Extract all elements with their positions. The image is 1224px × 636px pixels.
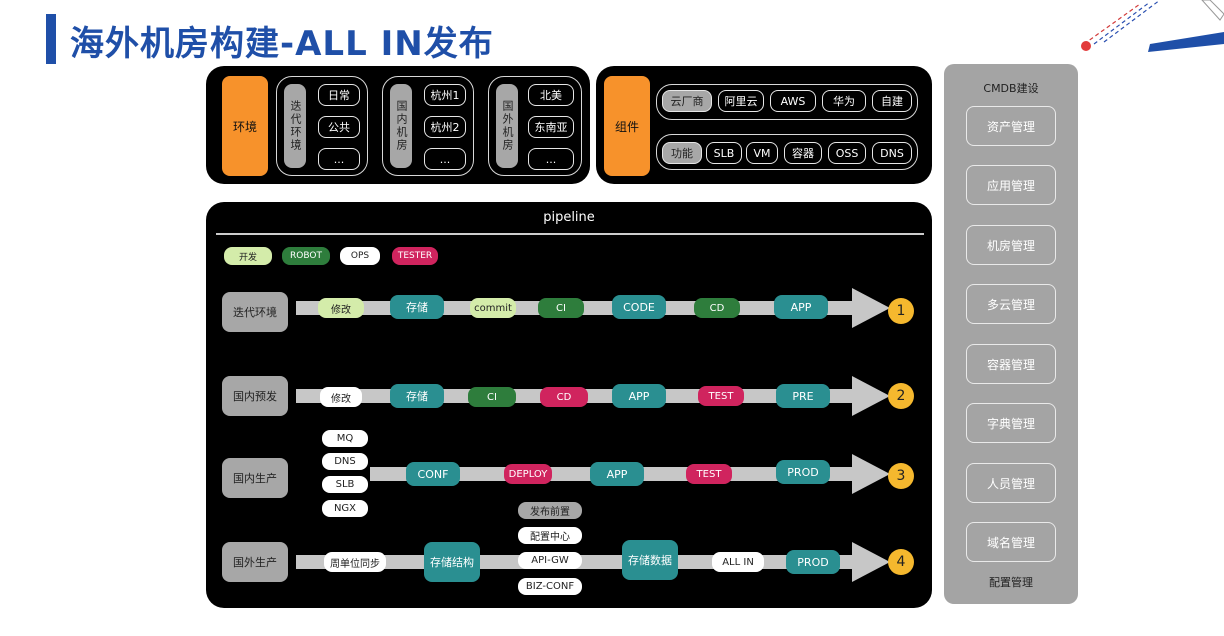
env-item[interactable]: ... (318, 148, 360, 170)
stack-node[interactable]: 发布前置 (518, 502, 582, 519)
cmdb-item[interactable]: 字典管理 (966, 403, 1056, 443)
cmdb-item[interactable]: 应用管理 (966, 165, 1056, 205)
pipeline-row-label: 国内预发 (222, 376, 288, 416)
stack-node[interactable]: SLB (322, 476, 368, 493)
pipeline-arrowhead (852, 454, 890, 494)
stack-node[interactable]: API-GW (518, 552, 582, 569)
function-item[interactable]: OSS (828, 142, 866, 164)
stack-node[interactable]: DNS (322, 453, 368, 470)
cmdb-footer: 配置管理 (989, 576, 1033, 589)
vendor-item[interactable]: 自建 (872, 90, 912, 112)
pipeline-node[interactable]: APP (590, 462, 644, 486)
env-item[interactable]: ... (528, 148, 574, 170)
env-item[interactable]: 东南亚 (528, 116, 574, 138)
pipeline-node[interactable]: 修改 (318, 298, 364, 318)
pipeline-node[interactable]: 存储结构 (424, 542, 480, 582)
pipeline-node[interactable]: CI (468, 387, 516, 407)
function-item[interactable]: SLB (706, 142, 742, 164)
pipeline-row-label: 国内生产 (222, 458, 288, 498)
step-number-badge: 3 (888, 463, 914, 489)
legend-tester: TESTER (392, 247, 438, 265)
function-label: 功能 (662, 142, 702, 164)
stack-node[interactable]: 配置中心 (518, 527, 582, 544)
pipeline-node[interactable]: TEST (698, 386, 744, 406)
pipeline-title: pipeline (543, 210, 595, 225)
pipeline-node[interactable]: CONF (406, 462, 460, 486)
pipeline-node[interactable]: CI (538, 298, 584, 318)
pipeline-node[interactable]: commit (470, 298, 516, 318)
vendor-item[interactable]: 华为 (822, 90, 866, 112)
pipeline-node[interactable]: CD (540, 387, 588, 407)
env-item[interactable]: 北美 (528, 84, 574, 106)
pipeline-node[interactable]: CODE (612, 295, 666, 319)
pipeline-divider (216, 233, 924, 235)
pipeline-node[interactable]: 存储数据 (622, 540, 678, 580)
function-item[interactable]: 容器 (784, 142, 822, 164)
env-item[interactable]: 杭州2 (424, 116, 466, 138)
title-accent-bar (46, 14, 56, 64)
pipeline-node[interactable]: 修改 (320, 387, 362, 407)
env-item[interactable]: 杭州1 (424, 84, 466, 106)
pipeline-node[interactable]: TEST (686, 464, 732, 484)
vendor-item[interactable]: 阿里云 (718, 90, 764, 112)
env-group-label: 国内机房 (390, 84, 412, 168)
pipeline-node[interactable]: ALL IN (712, 552, 764, 572)
legend-ops: OPS (340, 247, 380, 265)
vendor-item[interactable]: AWS (770, 90, 816, 112)
pipeline-row-label: 国外生产 (222, 542, 288, 582)
decorative-corner-graphic (1081, 0, 1224, 52)
env-group-label: 迭代环境 (284, 84, 306, 168)
stack-node[interactable]: NGX (322, 500, 368, 517)
pipeline-node[interactable]: DEPLOY (504, 464, 552, 484)
legend-dev: 开发 (224, 247, 272, 265)
pipeline-arrowhead (852, 376, 890, 416)
cmdb-panel (944, 64, 1078, 604)
step-number-badge: 1 (888, 298, 914, 324)
env-group-overseas (488, 76, 582, 176)
pipeline-node[interactable]: 周单位同步 (324, 552, 386, 572)
stack-node[interactable]: MQ (322, 430, 368, 447)
components-label: 组件 (604, 76, 650, 176)
env-group-domestic (382, 76, 474, 176)
pipeline-row-label: 迭代环境 (222, 292, 288, 332)
pipeline-arrowhead (852, 288, 890, 328)
step-number-badge: 4 (888, 549, 914, 575)
cmdb-title: CMDB建设 (983, 82, 1039, 95)
stack-node[interactable]: BIZ-CONF (518, 578, 582, 595)
pipeline-node[interactable]: PROD (776, 460, 830, 484)
cmdb-item[interactable]: 机房管理 (966, 225, 1056, 265)
cmdb-item[interactable]: 资产管理 (966, 106, 1056, 146)
env-item[interactable]: 公共 (318, 116, 360, 138)
pipeline-node[interactable]: APP (774, 295, 828, 319)
cmdb-item[interactable]: 多云管理 (966, 284, 1056, 324)
step-number-badge: 2 (888, 383, 914, 409)
function-item[interactable]: VM (746, 142, 778, 164)
pipeline-node[interactable]: 存储 (390, 384, 444, 408)
page-title: 海外机房构建-ALL IN发布 (70, 24, 494, 64)
cmdb-item[interactable]: 容器管理 (966, 344, 1056, 384)
vendor-row (656, 84, 918, 120)
function-item[interactable]: DNS (872, 142, 912, 164)
components-panel (596, 66, 932, 184)
env-item[interactable]: ... (424, 148, 466, 170)
env-group-label: 国外机房 (496, 84, 518, 168)
pipeline-node[interactable]: APP (612, 384, 666, 408)
legend-robot: ROBOT (282, 247, 330, 265)
pipeline-node[interactable]: PROD (786, 550, 840, 574)
cmdb-item[interactable]: 人员管理 (966, 463, 1056, 503)
function-row (656, 134, 918, 170)
pipeline-arrowhead (852, 542, 890, 582)
pipeline-node[interactable]: PRE (776, 384, 830, 408)
env-group-iteration (276, 76, 368, 176)
env-label: 环境 (222, 76, 268, 176)
pipeline-node[interactable]: 存储 (390, 295, 444, 319)
pipeline-node[interactable]: CD (694, 298, 740, 318)
vendor-label: 云厂商 (662, 90, 712, 112)
cmdb-item[interactable]: 域名管理 (966, 522, 1056, 562)
env-item[interactable]: 日常 (318, 84, 360, 106)
